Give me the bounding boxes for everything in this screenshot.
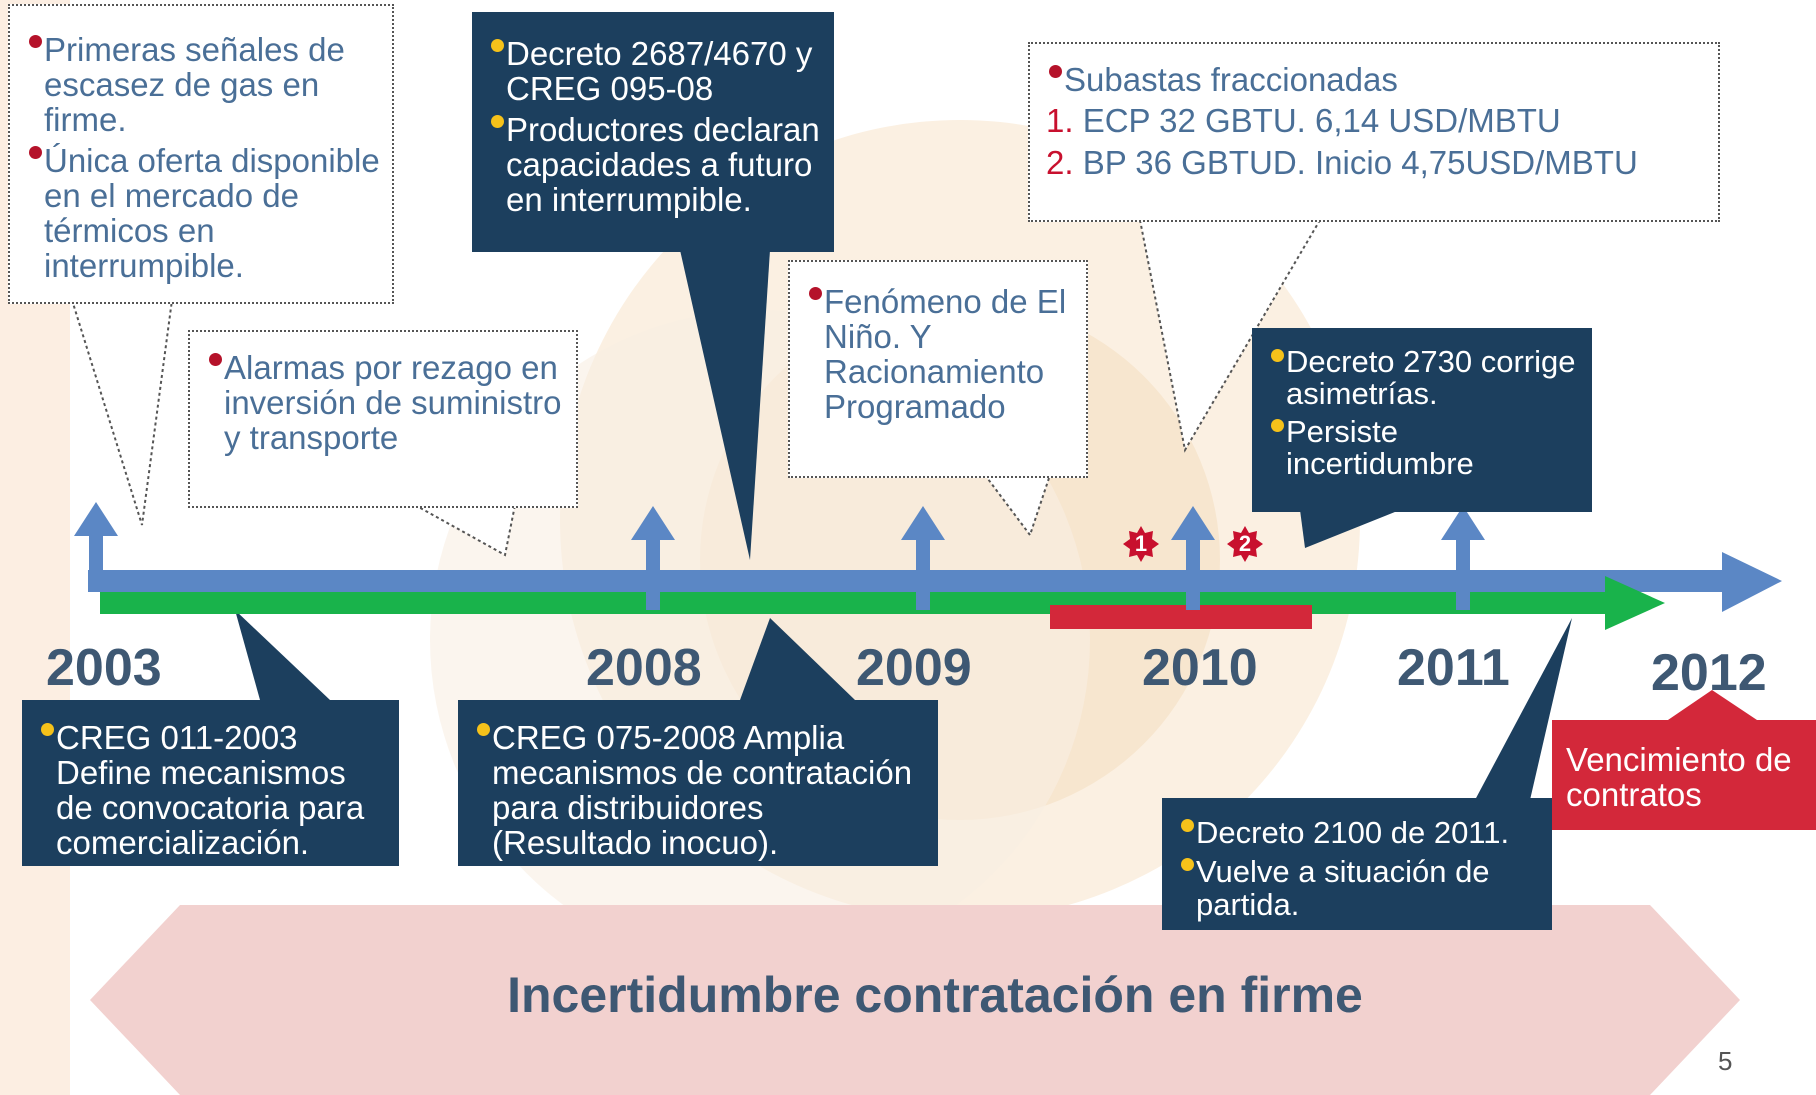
callout-item: Única oferta disponible en el mercado de… (29, 143, 382, 283)
red-period-bar (1050, 605, 1312, 629)
year-2008: 2008 (586, 639, 702, 697)
timeline-axis (88, 570, 1728, 592)
callout-item: Fenómeno de El Niño. Y Racionamiento Pro… (809, 284, 1076, 424)
list-number: 2. (1046, 144, 1074, 181)
subastas-list-item-1: 1. ECP 32 GBTU. 6,14 USD/MBTU (1046, 103, 1708, 138)
vencimiento-box: Vencimiento de contratos (1552, 720, 1816, 830)
pointer-decreto-2730 (1300, 510, 1400, 548)
callout-item: Alarmas por rezago en inversión de sumin… (209, 350, 566, 455)
pointer-primeras (70, 299, 174, 526)
callout-creg-011: CREG 011-2003 Define mecanismos de convo… (22, 700, 399, 866)
list-text: ECP 32 GBTU. 6,14 USD/MBTU (1082, 102, 1561, 139)
pointer-creg-075 (740, 618, 855, 700)
up-arrow-2003 (74, 502, 118, 588)
callout-item: CREG 075-2008 Amplia mecanismos de contr… (477, 720, 928, 860)
year-2012: 2012 (1651, 644, 1767, 702)
callout-creg-075: CREG 075-2008 Amplia mecanismos de contr… (458, 700, 938, 866)
subastas-list-item-2: 2. BP 36 GBTUD. Inicio 4,75USD/MBTU (1046, 145, 1708, 180)
callout-fenomeno-nino: Fenómeno de El Niño. Y Racionamiento Pro… (788, 260, 1088, 478)
callout-item: Productores declaran capacidades a futur… (491, 112, 824, 217)
green-arrow-bar (100, 592, 1610, 614)
page-number: 5 (1718, 1046, 1733, 1076)
pointer-nino (983, 474, 1052, 538)
callout-decreto-2100: Decreto 2100 de 2011. Vuelve a situación… (1162, 798, 1552, 930)
callout-decreto-2687: Decreto 2687/4670 y CREG 095-08 Producto… (472, 12, 834, 252)
callout-item: Decreto 2687/4670 y CREG 095-08 (491, 36, 824, 106)
subastas-title: Subastas fraccionadas (1049, 62, 1708, 97)
banner-double-arrow (90, 905, 1740, 1095)
callout-item: Primeras señales de escasez de gas en fi… (29, 32, 382, 137)
callout-item: Persiste incertidumbre (1271, 416, 1582, 480)
marker-badge-1: 1 (1123, 526, 1159, 562)
callout-item: Decreto 2100 de 2011. (1181, 816, 1542, 849)
year-2010: 2010 (1142, 639, 1258, 697)
pointer-creg-011 (235, 610, 330, 700)
pointer-decreto-2100 (1475, 618, 1572, 800)
callout-subastas: Subastas fraccionadas 1. ECP 32 GBTU. 6,… (1028, 42, 1720, 222)
up-arrow-2009 (901, 506, 945, 610)
up-arrow-2011 (1441, 506, 1485, 610)
list-text: BP 36 GBTUD. Inicio 4,75USD/MBTU (1082, 144, 1638, 181)
callout-alarmas: Alarmas por rezago en inversión de sumin… (188, 330, 578, 508)
year-2009: 2009 (856, 639, 972, 697)
callout-item: Vuelve a situación de partida. (1181, 855, 1542, 921)
marker-badge-2: 2 (1227, 526, 1263, 562)
callout-item: CREG 011-2003 Define mecanismos de convo… (41, 720, 389, 860)
up-arrow-2008 (631, 506, 675, 610)
timeline-axis-head (1722, 552, 1782, 612)
banner-text: Incertidumbre contratación en firme (507, 967, 1363, 1023)
callout-item: Decreto 2730 corrige asimetrías. (1271, 346, 1582, 410)
year-2003: 2003 (46, 639, 162, 697)
up-arrow-2010 (1171, 506, 1215, 610)
callout-primeras-senales: Primeras señales de escasez de gas en fi… (8, 4, 394, 304)
green-arrow-head (1605, 576, 1665, 630)
pointer-alarmas (411, 504, 517, 557)
pointer-decreto-2687 (680, 250, 770, 560)
list-number: 1. (1046, 102, 1074, 139)
year-2011: 2011 (1397, 639, 1510, 697)
pointer-vencimiento (1665, 690, 1760, 722)
callout-decreto-2730: Decreto 2730 corrige asimetrías. Persist… (1252, 328, 1592, 512)
